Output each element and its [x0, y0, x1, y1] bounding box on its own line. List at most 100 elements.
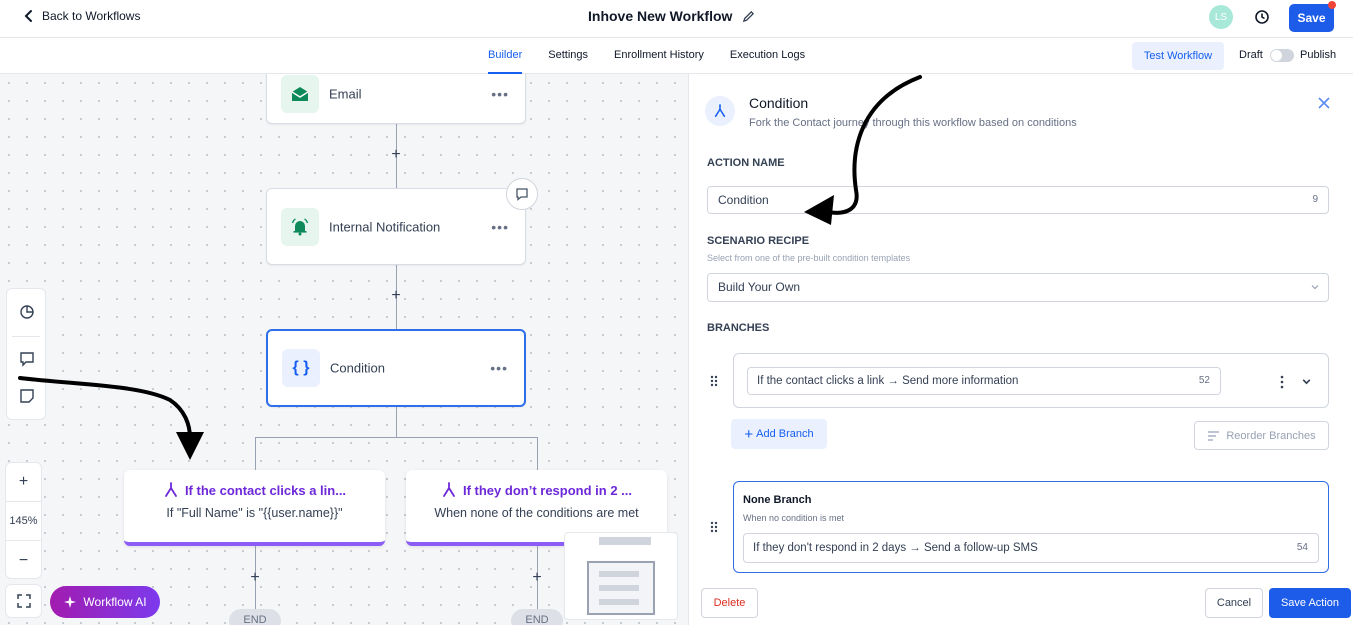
branch-name-value: If the contact clicks a link → Send more…: [757, 375, 1019, 387]
branch-name-input[interactable]: If the contact clicks a link → Send more…: [747, 367, 1221, 395]
sticky-note-icon[interactable]: [19, 388, 35, 404]
branch-subtitle: When none of the conditions are met: [434, 506, 639, 520]
mail-open-icon: [281, 75, 319, 113]
minimap-node: [599, 585, 639, 591]
fit-view-button[interactable]: [5, 584, 42, 618]
workflow-canvas[interactable]: + + + + Email ••• Internal Notification …: [0, 74, 688, 625]
save-button[interactable]: Save: [1289, 4, 1334, 32]
divider: [12, 336, 40, 337]
top-header: Back to Workflows Inhove New Workflow LS…: [0, 0, 1353, 38]
sparkle-icon: [64, 596, 77, 608]
cancel-button[interactable]: Cancel: [1205, 588, 1263, 618]
back-label: Back to Workflows: [42, 9, 141, 23]
branch-card-clicks-link[interactable]: If the contact clicks a lin... If "Full …: [124, 470, 385, 546]
branch-fork-icon: [165, 482, 177, 497]
add-step-button[interactable]: +: [532, 569, 542, 586]
connector: [537, 437, 538, 470]
avatar[interactable]: LS: [1209, 5, 1233, 29]
more-icon[interactable]: •••: [490, 360, 508, 376]
branch-subtitle: If "Full Name" is "{{user.name}}": [166, 506, 343, 520]
node-email[interactable]: Email •••: [266, 74, 526, 124]
minimap-node: [599, 571, 639, 577]
comment-icon[interactable]: [19, 351, 35, 367]
add-note-button[interactable]: [506, 178, 538, 210]
test-workflow-button[interactable]: Test Workflow: [1132, 42, 1224, 70]
connector: [396, 407, 397, 437]
save-action-button[interactable]: Save Action: [1269, 588, 1351, 618]
scenario-recipe-value: Build Your Own: [718, 280, 801, 294]
more-icon[interactable]: •••: [491, 86, 509, 102]
tab-enrollment-history[interactable]: Enrollment History: [614, 49, 704, 61]
connector: [396, 265, 397, 329]
bell-icon: [281, 207, 319, 246]
close-icon[interactable]: [1317, 96, 1331, 110]
reorder-label: Reorder Branches: [1226, 429, 1316, 442]
node-label: Condition: [330, 360, 385, 376]
add-step-button[interactable]: +: [391, 146, 401, 163]
back-to-workflows-link[interactable]: Back to Workflows: [22, 9, 140, 23]
chevron-down-icon: [1311, 285, 1319, 290]
branch-fork-icon: [705, 96, 735, 126]
chevron-left-icon: [24, 10, 32, 22]
branch-title: If they don’t respond in 2 ...: [462, 482, 632, 498]
condition-panel: Condition Fork the Contact journey throu…: [688, 74, 1353, 625]
draft-label: Draft: [1239, 49, 1263, 61]
workflow-title-text: Inhove New Workflow: [588, 8, 733, 24]
char-count: 9: [1312, 194, 1318, 205]
save-label: Save: [1297, 11, 1326, 25]
panel-title: Condition: [749, 95, 809, 111]
branch-title: If the contact clicks a lin...: [184, 482, 347, 498]
tab-execution-logs[interactable]: Execution Logs: [729, 49, 806, 61]
comment-icon: [516, 188, 528, 201]
node-internal-notification[interactable]: Internal Notification •••: [266, 188, 526, 265]
expand-icon: [16, 594, 31, 608]
branches-heading: BRANCHES: [707, 322, 770, 334]
node-condition[interactable]: { } Condition •••: [266, 329, 526, 407]
workflow-ai-label: Workflow AI: [83, 595, 147, 609]
tab-settings[interactable]: Settings: [548, 49, 588, 61]
zoom-in-button[interactable]: +: [6, 463, 41, 502]
none-branch-value: If they don't respond in 2 days → Send a…: [753, 542, 1038, 554]
unsaved-indicator: [1328, 1, 1336, 9]
minimap-node: [599, 599, 639, 605]
end-node: END: [229, 609, 281, 625]
scenario-recipe-hint: Select from one of the pre-built conditi…: [707, 253, 911, 263]
add-branch-button[interactable]: + Add Branch: [731, 419, 827, 449]
more-icon[interactable]: •••: [491, 218, 509, 235]
publish-toggle[interactable]: [1270, 49, 1294, 62]
none-branch-title: None Branch: [743, 494, 812, 506]
pencil-icon[interactable]: [742, 10, 755, 23]
sort-icon: [1208, 430, 1220, 441]
chevron-down-icon[interactable]: [1301, 376, 1312, 387]
reorder-branches-button[interactable]: Reorder Branches: [1194, 421, 1329, 450]
action-name-value: Condition: [718, 193, 769, 207]
add-branch-label: Add Branch: [756, 428, 814, 440]
delete-button[interactable]: Delete: [701, 588, 758, 618]
avatar-initials: LS: [1214, 11, 1228, 23]
more-vertical-icon[interactable]: [1280, 375, 1284, 389]
drag-handle-icon[interactable]: [710, 521, 718, 533]
none-branch-input[interactable]: If they don't respond in 2 days → Send a…: [743, 533, 1319, 563]
node-label: Email: [329, 86, 362, 102]
char-count: 54: [1296, 542, 1308, 553]
workflow-ai-button[interactable]: Workflow AI: [50, 586, 160, 618]
connector: [255, 437, 537, 438]
drag-handle-icon[interactable]: [710, 375, 718, 387]
minimap-node: [599, 537, 651, 545]
char-count: 52: [1198, 375, 1210, 386]
tab-builder[interactable]: Builder: [475, 38, 535, 74]
history-icon[interactable]: [1253, 8, 1271, 26]
node-label: Internal Notification: [329, 219, 441, 234]
add-step-button[interactable]: +: [391, 287, 401, 304]
none-branch-hint: When no condition is met: [743, 513, 845, 523]
zoom-level: 145%: [6, 502, 41, 541]
canvas-side-tools: [6, 288, 46, 420]
action-name-input[interactable]: Condition 9: [707, 186, 1329, 214]
workflow-title[interactable]: Inhove New Workflow: [588, 8, 755, 24]
branch-item-1: If the contact clicks a link → Send more…: [733, 353, 1329, 408]
zoom-out-button[interactable]: −: [18, 551, 29, 569]
add-step-button[interactable]: +: [250, 569, 260, 586]
pie-chart-icon[interactable]: [19, 304, 35, 320]
minimap[interactable]: [564, 532, 678, 620]
scenario-recipe-select[interactable]: Build Your Own: [707, 273, 1329, 302]
